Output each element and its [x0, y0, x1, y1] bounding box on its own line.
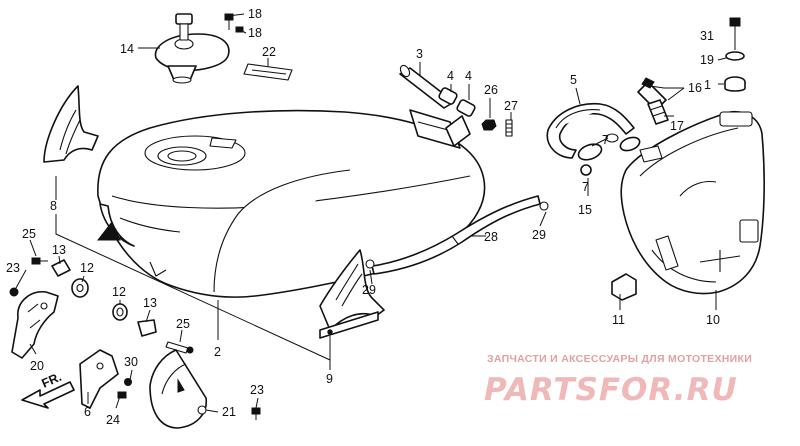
screw-18-pair [224, 13, 244, 33]
callout-30: 30 [124, 355, 138, 369]
leader-lines [15, 13, 736, 413]
bracket-6 [79, 349, 132, 409]
callout-12-center: 12 [112, 285, 126, 299]
callout-6: 6 [84, 405, 91, 419]
emblem-left [43, 85, 99, 163]
callout-31: 31 [700, 29, 714, 43]
emblem-right [319, 249, 385, 339]
watermark-brand: PARTSFOR.RU [484, 372, 738, 408]
callout-23-bottom: 23 [250, 383, 264, 397]
callout-3: 3 [416, 47, 423, 61]
callout-15: 15 [578, 203, 592, 217]
callout-17: 17 [670, 119, 684, 133]
clip-27 [505, 119, 513, 137]
watermark: ЗАПЧАСТИ И АКСЕССУАРЫ ДЛЯ МОТОТЕХНИКИ PA… [484, 353, 752, 408]
clamps-7 [577, 133, 641, 161]
collars-4 [438, 87, 476, 147]
callout-23-left: 23 [6, 261, 20, 275]
left-hardware [9, 257, 89, 298]
hose-5 [546, 102, 635, 159]
callout-12-left: 12 [80, 261, 94, 275]
clips-29 [365, 201, 549, 269]
callout-10: 10 [706, 313, 720, 327]
callout-29-right: 29 [532, 228, 546, 242]
reservoir-10 [620, 110, 765, 295]
cap-11 [611, 273, 637, 301]
bolt-15 [580, 164, 592, 176]
grommet-12 [112, 303, 128, 321]
callout-7-top: 7 [602, 133, 609, 147]
callout-14: 14 [120, 42, 134, 56]
callout-24: 24 [106, 413, 120, 427]
valve-16-17 [637, 77, 669, 125]
callout-13-left: 13 [52, 243, 66, 257]
callout-8: 8 [50, 199, 57, 213]
cap-31-19-1 [724, 17, 746, 92]
callout-4-right: 4 [465, 69, 472, 83]
callout-22: 22 [262, 45, 276, 59]
callout-25-center: 25 [176, 317, 190, 331]
watermark-tagline: ЗАПЧАСТИ И АКСЕССУАРЫ ДЛЯ МОТОТЕХНИКИ [487, 353, 752, 365]
callout-2: 2 [214, 345, 221, 359]
callout-18-top: 18 [248, 7, 262, 21]
callout-5: 5 [570, 73, 577, 87]
guard-21 [149, 349, 261, 429]
bracket-20 [11, 291, 59, 359]
callout-1: 1 [704, 78, 711, 92]
callout-29-left: 29 [362, 283, 376, 297]
callout-25-left: 25 [22, 227, 36, 241]
callout-19: 19 [700, 53, 714, 67]
callout-18-bottom: 18 [248, 26, 262, 40]
collar-13 [137, 319, 157, 337]
callout-26: 26 [484, 83, 498, 97]
nut-26 [481, 119, 497, 131]
callout-7-bottom: 7 [582, 180, 589, 194]
callout-13-center: 13 [143, 296, 157, 310]
fuel-cap [154, 13, 230, 84]
callout-11: 11 [612, 313, 625, 327]
callout-4-left: 4 [447, 69, 454, 83]
bolt-25 [165, 341, 194, 354]
callout-numbers: 14 18 18 22 3 4 4 26 27 5 16 17 7 7 15 3… [6, 7, 720, 427]
callout-20: 20 [30, 359, 44, 373]
callout-16: 16 [688, 81, 702, 95]
callout-21: 21 [222, 405, 236, 419]
callout-27: 27 [504, 99, 518, 113]
fuel-tank [96, 109, 486, 298]
callout-9: 9 [326, 372, 333, 386]
front-arrow: FR. [21, 370, 75, 409]
callout-28: 28 [484, 230, 498, 244]
